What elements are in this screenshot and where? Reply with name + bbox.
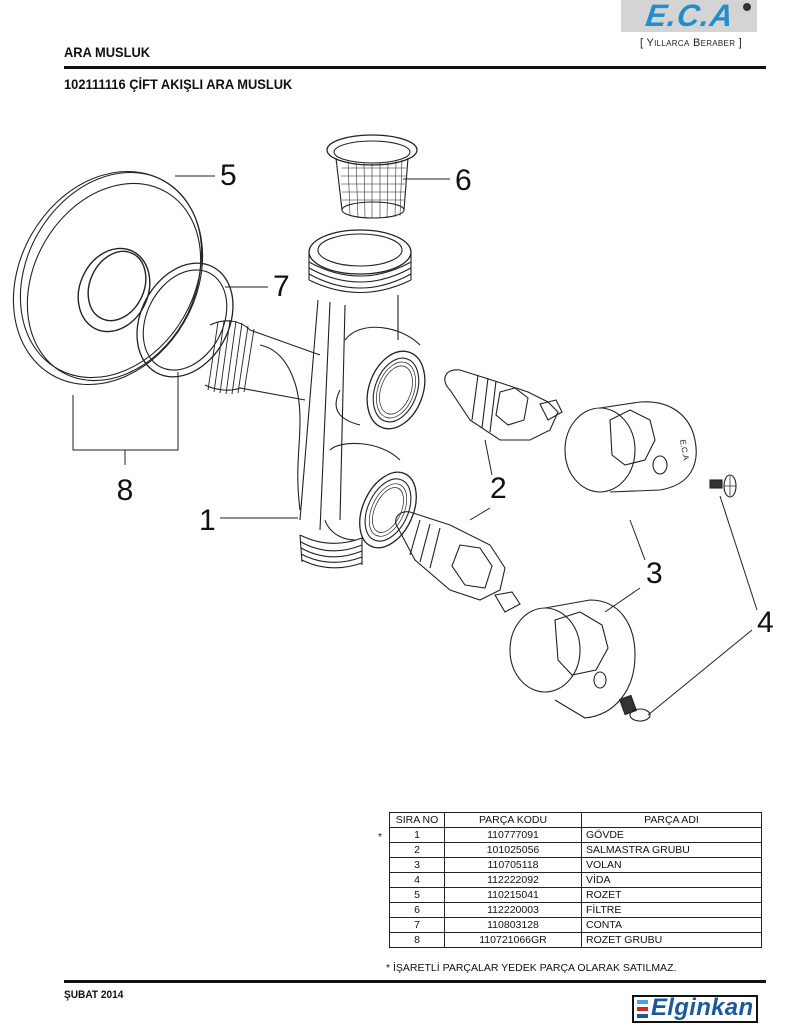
callout-3: 3 <box>646 557 663 590</box>
part-name: ROZET <box>581 887 762 903</box>
callout-2: 2 <box>490 472 507 505</box>
registered-mark-icon <box>743 3 751 11</box>
row-number: 1 <box>389 827 445 843</box>
table-header-row: SIRA NO PARÇA KODU PARÇA ADI <box>389 812 762 828</box>
elginkan-logo-frame <box>632 995 758 1023</box>
product-title: 102111116 ÇİFT AKIŞLI ARA MUSLUK <box>64 76 293 92</box>
part-code: 112222092 <box>444 872 582 888</box>
callout-7: 7 <box>273 270 290 303</box>
elginkan-logo: Elginkan <box>651 994 754 1021</box>
brand-tagline: [ Yıllarca Beraber ] <box>639 37 742 49</box>
leader-4a <box>719 495 758 611</box>
leader-3a <box>629 519 646 561</box>
column-header-parca-adi: PARÇA ADI <box>581 812 762 828</box>
publication-date: ŞUBAT 2014 <box>64 989 124 1001</box>
part-code: 110215041 <box>444 887 582 903</box>
eca-logo-background <box>621 0 757 32</box>
part-3-handle-upper: E.C.A <box>564 401 697 493</box>
callout-5: 5 <box>220 159 237 192</box>
svg-text:E.C.A: E.C.A <box>678 439 691 462</box>
leader-2b <box>469 507 491 521</box>
section-title: ARA MUSLUK <box>64 44 151 60</box>
column-header-sira-no: SIRA NO <box>389 812 445 828</box>
header-divider <box>64 66 766 69</box>
column-header-parca-kodu: PARÇA KODU <box>444 812 582 828</box>
part-name: VİDA <box>581 872 762 888</box>
leader-4b <box>647 629 753 716</box>
eca-logo: E.C.A <box>643 0 737 33</box>
row-number: 3 <box>389 857 445 873</box>
part-name: GÖVDE <box>581 827 762 843</box>
part-2-cartridge-upper <box>444 369 563 441</box>
part-4-screw-lower <box>618 694 651 722</box>
part-code: 101025056 <box>444 842 582 858</box>
part-5-rosette <box>12 170 204 386</box>
part-name: ROZET GRUBU <box>581 932 762 948</box>
part-1-body <box>204 229 426 569</box>
callout-4: 4 <box>757 606 774 639</box>
leader-3b <box>604 587 641 613</box>
elginkan-logo-icon <box>637 1000 648 1018</box>
part-4-screw-upper <box>709 474 737 498</box>
row-number: 7 <box>389 917 445 933</box>
row-number: 8 <box>389 932 445 948</box>
spare-part-note: * İŞARETLİ PARÇALAR YEDEK PARÇA OLARAK S… <box>386 962 677 974</box>
leader-2a <box>484 439 493 476</box>
row-number: 6 <box>389 902 445 918</box>
part-code: 110803128 <box>444 917 582 933</box>
part-code: 110721066GR <box>444 932 582 948</box>
leader-8 <box>72 372 179 451</box>
part-2-cartridge-lower <box>395 511 521 613</box>
part-code: 110777091 <box>444 827 582 843</box>
part-name: CONTA <box>581 917 762 933</box>
exploded-view-diagram: E.C.A 8 1 2 3 4 5 6 7 <box>12 134 774 722</box>
footer-divider <box>64 980 766 983</box>
callout-8: 8 <box>117 474 134 507</box>
part-name: VOLAN <box>581 857 762 873</box>
row-number: 5 <box>389 887 445 903</box>
part-code: 112220003 <box>444 902 582 918</box>
part-6-filter <box>326 134 418 219</box>
row-number: 4 <box>389 872 445 888</box>
part-7-gasket <box>136 262 234 378</box>
part-3-handle-lower <box>509 599 636 719</box>
callout-1: 1 <box>199 504 216 537</box>
non-spare-part-marker: * <box>378 832 382 843</box>
part-code: 110705118 <box>444 857 582 873</box>
row-number: 2 <box>389 842 445 858</box>
part-name: SALMASTRA GRUBU <box>581 842 762 858</box>
callout-6: 6 <box>455 164 472 197</box>
part-name: FİLTRE <box>581 902 762 918</box>
